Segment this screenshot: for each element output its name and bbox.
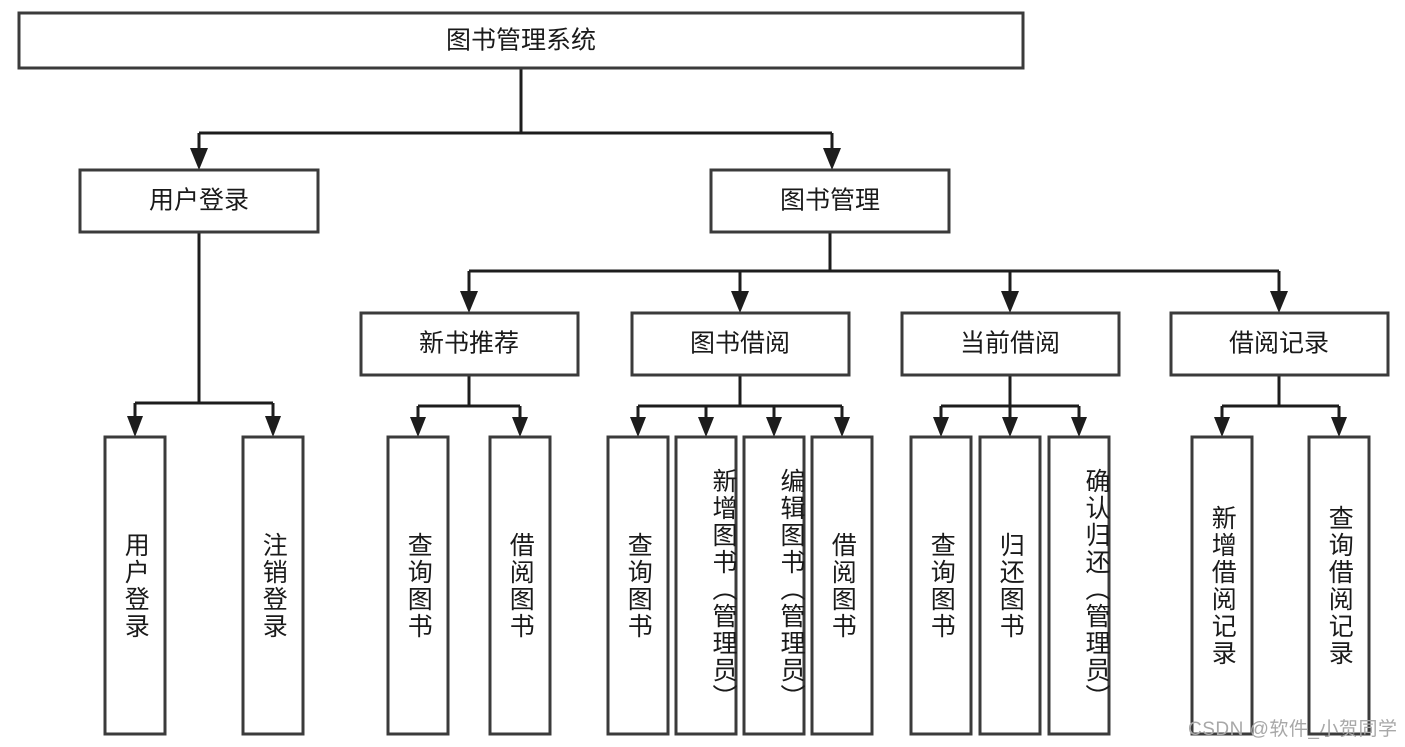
node-user-login-label: 用户登录 [149, 187, 249, 215]
arrow-head-leaf-add-record [1214, 417, 1230, 437]
leaf-box-add-record[interactable] [1190, 435, 1254, 736]
arrow-head-leaf-confirm-return [1071, 417, 1087, 437]
arrow-head-book-borrow [731, 291, 749, 313]
node-book-borrow[interactable] [630, 311, 851, 377]
leaf-box-query-book-c[interactable] [909, 435, 973, 736]
arrow-head-leaf-user-login [127, 416, 143, 437]
leaf-box-query-book-a[interactable] [386, 435, 450, 736]
node-current-borrow[interactable] [900, 311, 1121, 377]
node-borrow-record[interactable] [1169, 311, 1390, 377]
arrow-head-book-mgmt [823, 148, 841, 170]
arrow-head-leaf-borrow-book-b [834, 417, 850, 437]
arrow-head-user-login [190, 148, 208, 170]
arrow-head-leaf-borrow-book-a [512, 417, 528, 437]
arrow-head-leaf-query-book-c [933, 417, 949, 437]
leaf-box-add-book[interactable] [674, 435, 738, 736]
arrow-head-leaf-query-book-a [410, 417, 426, 437]
node-current-borrow-label: 当前借阅 [960, 330, 1060, 358]
connector-group-current-borrow [933, 375, 1087, 437]
node-root-system-label: 图书管理系统 [446, 27, 596, 55]
node-user-login[interactable] [78, 168, 320, 234]
connector-group-root [190, 68, 841, 170]
arrow-head-leaf-query-book-b [630, 417, 646, 437]
leaf-box-query-book-b[interactable] [606, 435, 670, 736]
leaf-box-query-record[interactable] [1307, 435, 1371, 736]
arrow-head-borrow-record [1270, 291, 1288, 313]
connector-group-book-mgmt [460, 232, 1288, 313]
node-book-management-label: 图书管理 [780, 187, 880, 215]
arrow-head-leaf-logout [265, 416, 281, 437]
node-root-system[interactable] [17, 11, 1025, 70]
node-book-borrow-label: 图书借阅 [690, 330, 790, 358]
connector-group-user-login [127, 232, 281, 437]
arrow-head-leaf-add-book [698, 417, 714, 437]
node-book-management[interactable] [709, 168, 951, 234]
arrow-head-leaf-query-record [1331, 417, 1347, 437]
leaf-box-logout[interactable] [241, 435, 305, 736]
csdn-watermark: CSDN @软件_小贺同学 [1188, 719, 1398, 740]
arrow-head-leaf-edit-book [766, 417, 782, 437]
node-new-book-recommend[interactable] [359, 311, 580, 377]
arrow-head-current-borrow [1001, 291, 1019, 313]
leaf-box-borrow-book-a[interactable] [488, 435, 552, 736]
leaf-box-return-book[interactable] [978, 435, 1042, 736]
connector-group-book-borrow [630, 375, 850, 437]
leaf-box-confirm-return[interactable] [1047, 435, 1111, 736]
connector-group-borrow-record [1214, 375, 1347, 437]
arrow-head-new-books [460, 291, 478, 313]
connector-group-new-books [410, 375, 528, 437]
node-new-book-recommend-label: 新书推荐 [419, 330, 519, 358]
leaf-box-user-login[interactable] [103, 435, 167, 736]
arrow-head-leaf-return-book [1002, 417, 1018, 437]
leaf-box-edit-book[interactable] [742, 435, 806, 736]
leaf-box-borrow-book-b[interactable] [810, 435, 874, 736]
node-borrow-record-label: 借阅记录 [1229, 330, 1329, 358]
